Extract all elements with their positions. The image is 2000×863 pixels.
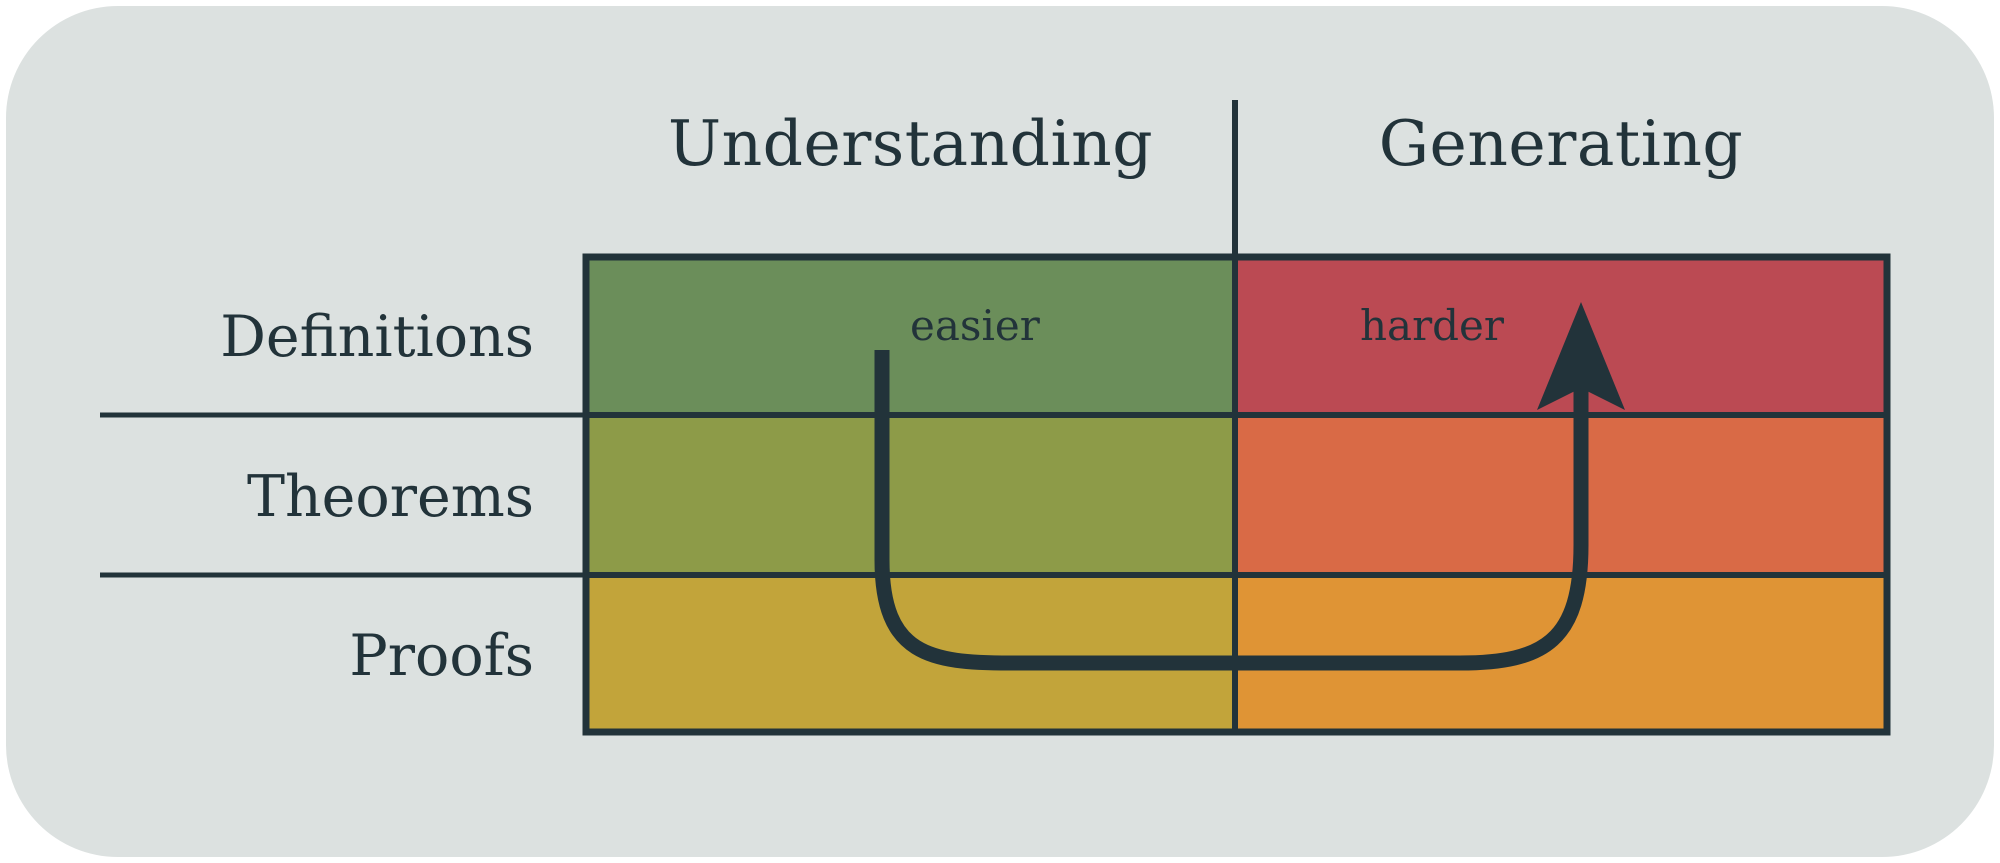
cell-generating-proofs bbox=[1235, 575, 1887, 732]
row-label-theorems: Theorems bbox=[246, 464, 534, 530]
column-header-generating: Generating bbox=[1378, 107, 1744, 180]
cell-note-easier: easier bbox=[910, 301, 1040, 350]
difficulty-arrow-head bbox=[1537, 302, 1625, 410]
cell-note-harder: harder bbox=[1360, 301, 1504, 350]
difficulty-arrow-curve bbox=[874, 345, 1589, 671]
cell-understanding-definitions bbox=[586, 257, 1235, 415]
cell-understanding-theorems bbox=[586, 415, 1235, 575]
cell-generating-theorems bbox=[1235, 415, 1887, 575]
column-header-understanding: Understanding bbox=[667, 107, 1154, 180]
row-label-proofs: Proofs bbox=[349, 623, 534, 689]
row-label-definitions: Definitions bbox=[220, 304, 534, 370]
cell-understanding-proofs bbox=[586, 575, 1235, 732]
